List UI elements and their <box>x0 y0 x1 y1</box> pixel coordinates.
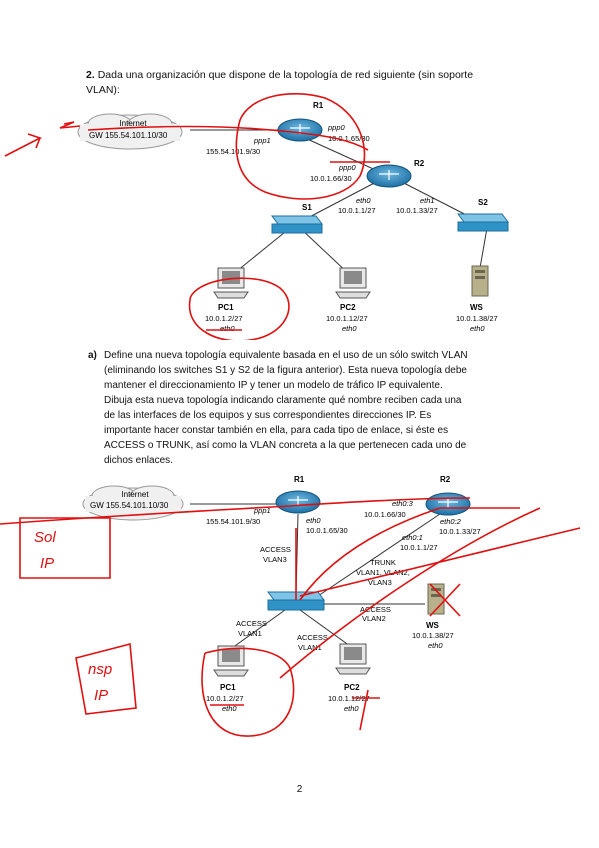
d2-r1-eth0: eth0 <box>306 516 321 525</box>
part-a-label: a) <box>88 350 97 361</box>
d2-r1-ppp1: ppp1 <box>253 506 271 515</box>
d1-r1-ppp0-ip: 10.0.1.65/30 <box>328 134 370 143</box>
d1-gw-label: GW 155.54.101.10/30 <box>89 131 168 140</box>
d2-r1-eth0-ip: 10.0.1.65/30 <box>306 526 348 535</box>
d1-r1-ppp0: ppp0 <box>327 123 346 132</box>
part-a-line: de las interfaces de los equipos y sus c… <box>104 410 432 421</box>
d1-pc2-ip: 10.0.1.12/27 <box>326 314 368 323</box>
part-a-line: mantener el direccionamiento IP y tener … <box>104 380 443 391</box>
pc2-icon <box>335 643 371 675</box>
part-a-text: a) Define una nueva topología equivalent… <box>88 348 516 468</box>
part-a-line: dichos enlaces. <box>104 455 173 466</box>
d2-r2-name: R2 <box>440 475 451 484</box>
switch-s1-icon <box>271 215 323 234</box>
note1-line1: Sol <box>34 529 56 546</box>
d1-ws-ip: 10.0.1.38/27 <box>456 314 498 323</box>
d1-internet-label: Internet <box>119 119 147 128</box>
d1-r2-name: R2 <box>414 159 425 168</box>
router-r2-icon <box>366 164 412 188</box>
d2-pc2-iface: eth0 <box>344 704 359 713</box>
pc2-icon <box>335 267 371 299</box>
d1-s2-name: S2 <box>478 198 488 207</box>
diagram2-links <box>190 503 441 649</box>
topology-diagram-1: Internet GW 155.54.101.10/30 R1 ppp0 10.… <box>4 92 509 340</box>
d2-r2-eth02: eth0:2 <box>440 517 462 526</box>
d1-r2-eth1: eth1 <box>420 196 435 205</box>
note1-line2: IP <box>40 555 54 572</box>
d2-r2-eth03: eth0:3 <box>392 499 414 508</box>
d2-link-pc1-line2: VLAN1 <box>238 629 262 638</box>
d2-ws-ip: 10.0.1.38/27 <box>412 631 454 640</box>
d2-internet-label: Internet <box>121 490 149 499</box>
part-a-line: Define una nueva topología equivalente b… <box>104 350 468 361</box>
d1-ws-name: WS <box>470 303 484 312</box>
question-number: 2. <box>86 69 95 81</box>
d1-r1-ppp1-ip: 155.54.101.9/30 <box>206 147 260 156</box>
router-r1-icon <box>275 490 321 514</box>
question-line1: Dada una organización que dispone de la … <box>97 69 474 81</box>
d1-r1-name: R1 <box>313 101 324 110</box>
d2-r2-eth02-ip: 10.0.1.33/27 <box>439 527 481 536</box>
d1-pc1-name: PC1 <box>218 303 234 312</box>
pc1-icon <box>213 645 249 677</box>
part-a-line: importante hacer constar también en ella… <box>104 425 449 436</box>
d1-pc1-iface: eth0 <box>220 324 235 333</box>
d1-r2-eth1-ip: 10.0.1.33/27 <box>396 206 438 215</box>
handwritten-annotations-2 <box>0 497 581 737</box>
d2-pc2-name: PC2 <box>344 683 360 692</box>
d1-ws-iface: eth0 <box>470 324 485 333</box>
d1-pc2-iface: eth0 <box>342 324 357 333</box>
d2-r1-name: R1 <box>294 475 305 484</box>
note2-line2: IP <box>94 687 108 704</box>
d2-link-pc2-line2: VLAN1 <box>298 643 322 652</box>
d2-ws-name: WS <box>426 621 440 630</box>
d2-link-ws-line2: VLAN2 <box>362 614 386 623</box>
part-a-line: Dibuja esta nueva topología indicando cl… <box>104 395 462 406</box>
switch-s2-icon <box>457 213 509 232</box>
d1-r2-ppp0: ppp0 <box>338 163 357 172</box>
handwritten-notes: Sol IP nsp IP <box>34 529 112 704</box>
part-a-line: ACCESS o TRUNK, así como la VLAN concret… <box>104 440 467 451</box>
d2-ws-iface: eth0 <box>428 641 443 650</box>
server-ws-icon <box>471 265 489 297</box>
question-text: 2. Dada una organización que dispone de … <box>86 68 516 98</box>
d2-link-r1-line1: ACCESS <box>260 545 291 554</box>
d2-link-pc2-line1: ACCESS <box>297 633 328 642</box>
question-line2: VLAN): <box>86 84 120 96</box>
topology-diagram-2: Internet GW 155.54.101.10/30 R1 ppp1 155… <box>0 475 581 737</box>
internet-cloud <box>82 485 184 521</box>
d1-r2-ppp0-ip: 10.0.1.66/30 <box>310 174 352 183</box>
page-number: 2 <box>296 784 303 795</box>
d1-r1-ppp1: ppp1 <box>253 136 271 145</box>
d2-pc1-ip: 10.0.1.2/27 <box>206 694 244 703</box>
d2-link-ws-line1: ACCESS <box>360 605 391 614</box>
d2-link-trunk-line1: TRUNK <box>370 558 396 567</box>
d2-pc1-name: PC1 <box>220 683 236 692</box>
d2-link-trunk-line3: VLAN3 <box>368 578 392 587</box>
part-a-line: (eliminando los switches S1 y S2 de la f… <box>104 365 467 376</box>
d1-pc1-ip: 10.0.1.2/27 <box>205 314 243 323</box>
d2-r2-eth03-ip: 10.0.1.66/30 <box>364 510 406 519</box>
note2-line1: nsp <box>88 661 112 678</box>
d2-link-trunk-line2: VLAN1, VLAN2, <box>356 568 410 577</box>
handwritten-annotations-1 <box>4 92 390 340</box>
router-r1-icon <box>277 118 323 142</box>
d2-gw-label: GW 155.54.101.10/30 <box>90 501 169 510</box>
d2-link-pc1-line1: ACCESS <box>236 619 267 628</box>
d1-pc2-name: PC2 <box>340 303 356 312</box>
d2-r1-ppp1-ip: 155.54.101.9/30 <box>206 517 260 526</box>
pc1-icon <box>213 267 249 299</box>
d2-pc1-iface: eth0 <box>222 704 237 713</box>
d1-s1-name: S1 <box>302 203 312 212</box>
d2-link-r1-line2: VLAN3 <box>263 555 287 564</box>
d2-r2-eth01-ip: 10.0.1.1/27 <box>400 543 438 552</box>
d1-r2-eth0: eth0 <box>356 196 371 205</box>
d2-pc2-ip: 10.0.1.12/27 <box>328 694 370 703</box>
d1-r2-eth0-ip: 10.0.1.1/27 <box>338 206 376 215</box>
router-r2-icon <box>425 492 471 516</box>
d2-r2-eth01: eth0:1 <box>402 533 423 542</box>
